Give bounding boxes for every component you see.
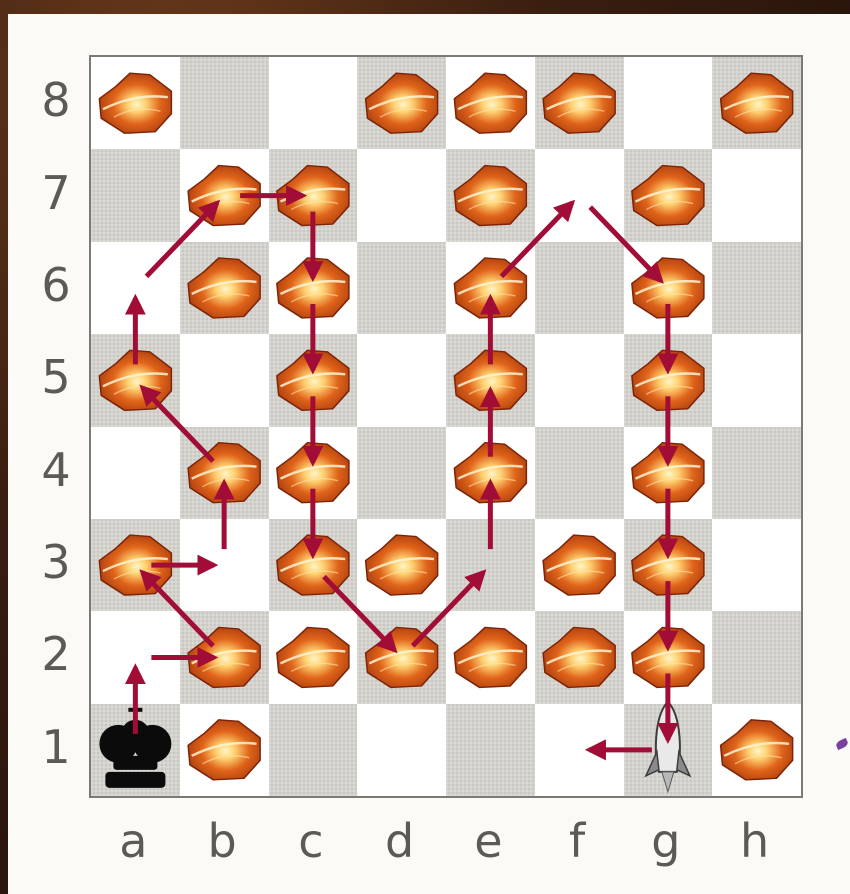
path-arrow <box>142 572 213 646</box>
file-label: a <box>88 818 178 864</box>
explosion-icon[interactable] <box>366 627 438 687</box>
explosion-icon[interactable] <box>543 73 615 133</box>
explosion-icon[interactable] <box>366 535 438 595</box>
rank-label: 2 <box>28 631 84 677</box>
file-label: f <box>532 818 622 864</box>
explosion-icon[interactable] <box>543 535 615 595</box>
pieces-layer <box>99 73 792 792</box>
rank-label: 8 <box>28 77 84 123</box>
path-arrow <box>146 203 217 277</box>
explosion-icon[interactable] <box>721 73 793 133</box>
file-label: e <box>443 818 533 864</box>
explosion-icon[interactable] <box>721 720 793 780</box>
file-label: g <box>621 818 711 864</box>
chessboard <box>89 55 803 798</box>
board-overlay <box>91 57 801 796</box>
explosion-icon[interactable] <box>543 627 615 687</box>
explosion-icon[interactable] <box>454 73 526 133</box>
file-label: b <box>177 818 267 864</box>
rank-label: 7 <box>28 170 84 216</box>
rank-label: 5 <box>28 354 84 400</box>
rank-label: 3 <box>28 539 84 585</box>
file-label: c <box>266 818 356 864</box>
explosion-icon[interactable] <box>188 720 260 780</box>
file-label: h <box>710 818 800 864</box>
explosion-icon[interactable] <box>454 627 526 687</box>
explosion-icon[interactable] <box>99 73 171 133</box>
rank-label: 4 <box>28 447 84 493</box>
path-arrow <box>142 388 213 462</box>
explosion-icon[interactable] <box>632 166 704 226</box>
file-label: d <box>355 818 445 864</box>
explosion-icon[interactable] <box>454 166 526 226</box>
explosion-icon[interactable] <box>366 73 438 133</box>
rank-label: 6 <box>28 262 84 308</box>
rank-label: 1 <box>28 724 84 770</box>
explosion-icon[interactable] <box>277 627 349 687</box>
explosion-icon[interactable] <box>188 258 260 318</box>
